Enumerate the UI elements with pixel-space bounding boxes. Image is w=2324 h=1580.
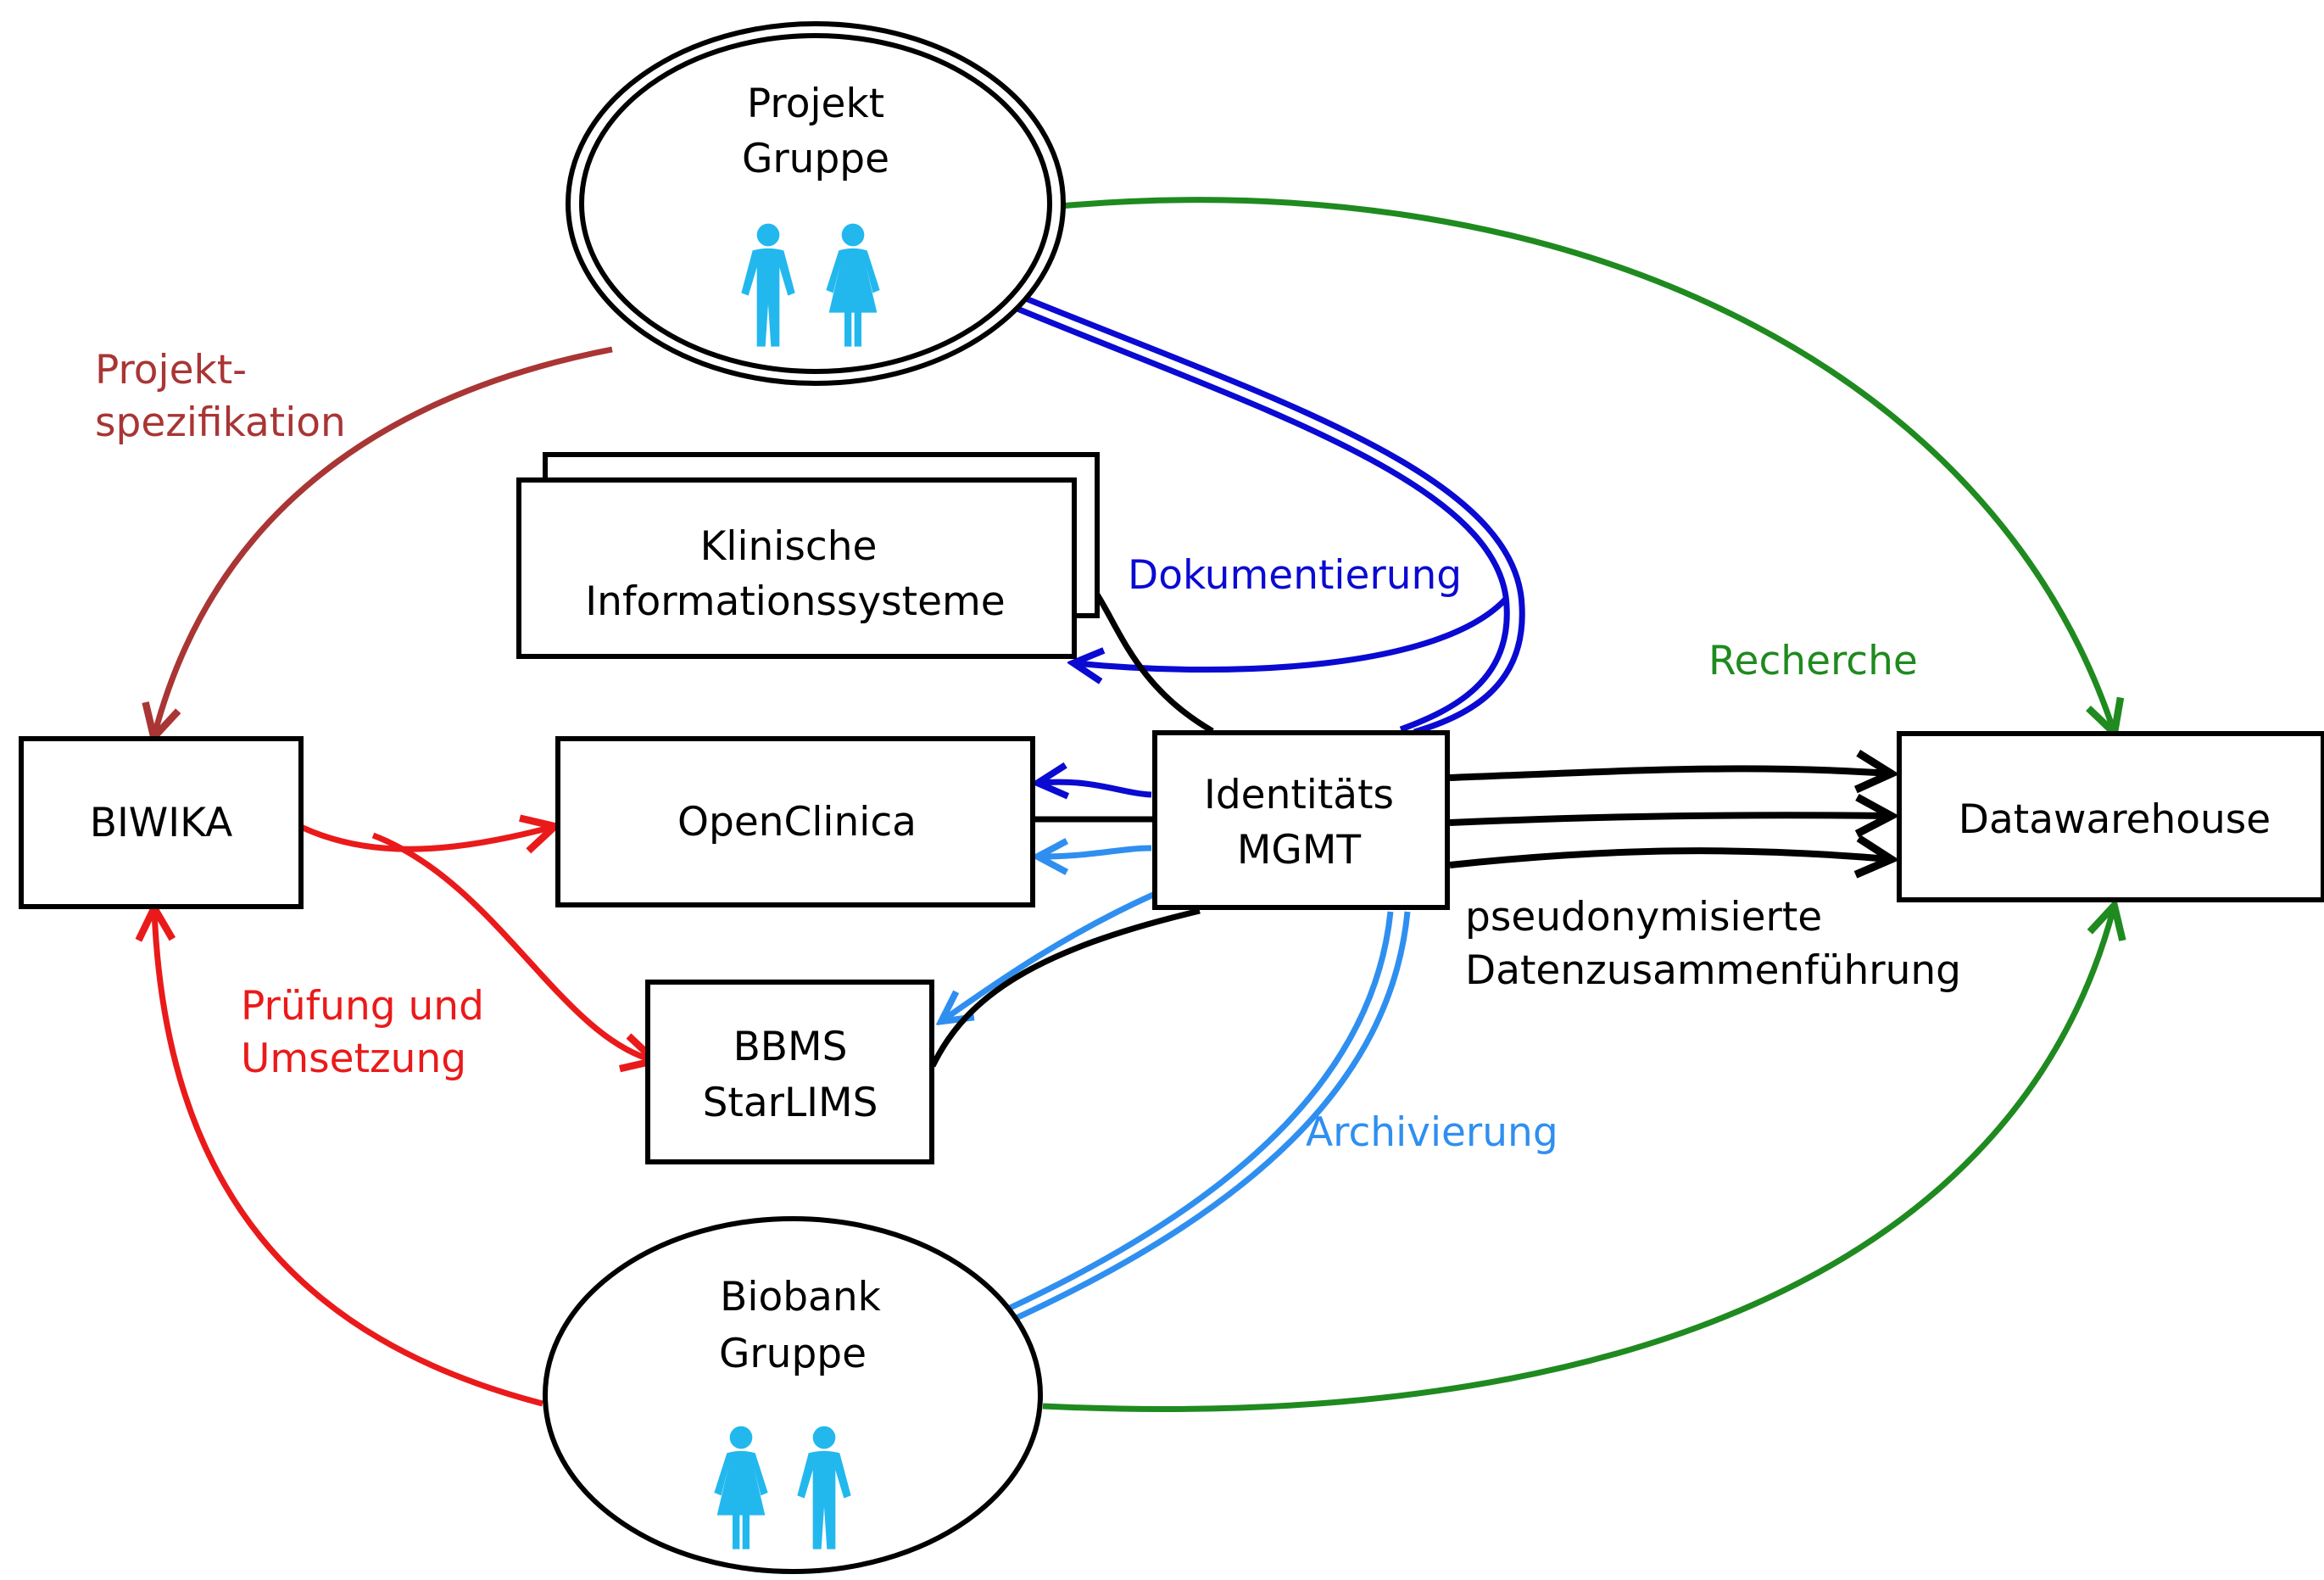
node-datawarehouse-label: Datawarehouse [1959,796,2271,843]
edge-pruefung-openclinica [299,827,553,849]
node-identitaets-line2: MGMT [1237,827,1362,874]
edge-dokumentierung-2 [1012,304,1510,733]
node-biobank-gruppe-line1: Biobank [720,1274,881,1320]
node-bbms-line2: StarLIMS [703,1080,878,1126]
node-projekt-gruppe: Projekt Gruppe [566,21,1066,386]
label-pruefung-line2: Umsetzung [241,1036,466,1082]
edge-recherche [1059,197,2114,731]
edge-dokumentierung-1 [1020,293,1525,735]
label-archivierung: Archivierung [1306,1109,1558,1156]
label-recherche: Recherche [1708,638,1918,684]
node-biobank-gruppe: Biobank Gruppe [543,1216,1043,1574]
edges [154,197,2114,1412]
edge-identitaets-bbms-black [929,907,1201,1068]
node-klinische-line2: Informationssysteme [585,578,1005,625]
node-projekt-gruppe-line1: Projekt [747,81,884,127]
node-identitaets: Identitäts MGMT [1152,730,1450,910]
edge-archivierung-2 [1007,911,1411,1325]
edge-biobank-datawarehouse [1042,907,2114,1412]
node-openclinica: OpenClinica [555,736,1035,907]
node-projekt-gruppe-line2: Gruppe [742,136,889,182]
edge-labels: Projekt- spezifikation Dokumentierung Re… [95,347,1961,1156]
node-biwika-label: BIWIKA [90,800,233,846]
label-projektspezifikation-line2: spezifikation [95,399,346,446]
node-datawarehouse: Datawarehouse [1897,731,2324,902]
label-pruefung-line1: Prüfung und [241,983,484,1030]
edge-archivierung-1 [1003,911,1394,1314]
node-klinische-line1: Klinische [700,523,878,570]
edge-identitaets-openclinica-lblue [1039,848,1152,857]
node-bbms: BBMS StarLIMS [645,980,934,1164]
label-dokumentierung: Dokumentierung [1128,552,1462,599]
label-pseudonym-line1: pseudonymisierte [1465,894,1822,941]
node-klinische: Klinische Informationssysteme [516,452,1100,659]
edge-biobank-biwika [154,910,543,1407]
edge-identitaets-klinische [1093,590,1214,734]
edge-identitaets-openclinica-blue [1039,782,1152,795]
label-pseudonym-line2: Datenzusammenführung [1465,947,1961,994]
edge-pseudonym-1 [1449,768,1889,778]
node-biwika: BIWIKA [19,736,304,909]
edge-identitaets-bbms-lblue [943,891,1155,1020]
edge-projektspezifikation [154,346,613,735]
edge-dokumentierung-klinische [1075,595,1509,670]
nodes: Projekt Gruppe Biobank Gruppe Klinische … [19,21,2324,1574]
edge-pseudonym-2 [1449,815,1889,823]
edge-pseudonym-3 [1449,851,1889,865]
node-identitaets-line1: Identitäts [1204,772,1394,818]
label-projektspezifikation-line1: Projekt- [95,347,247,394]
node-bbms-line1: BBMS [733,1024,848,1070]
node-openclinica-label: OpenClinica [677,799,917,846]
edge-pruefung-bbms [371,832,653,1060]
node-biobank-gruppe-line2: Gruppe [719,1331,867,1377]
